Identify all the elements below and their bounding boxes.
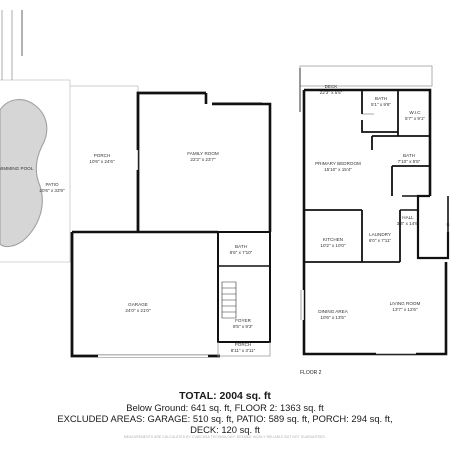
kitchen-walls: [304, 209, 401, 263]
garage-walls: [70, 232, 220, 358]
deck-outline: [299, 65, 433, 87]
measurement-disclaimer: MEASUREMENTS ARE CALCULATED BY CUBICASA …: [123, 435, 327, 439]
living-area-walls: [302, 208, 448, 356]
family-room-walls: [136, 91, 206, 232]
f2-dining-area-dimensions: 10'6" x 13'5": [320, 315, 346, 320]
f2-hall-label: HALL: [402, 215, 414, 220]
excluded-areas: EXCLUDED AREAS: GARAGE: 510 sq. ft, PATI…: [57, 413, 393, 424]
floor2-outer-walls: [416, 194, 450, 260]
hall-walls: [400, 195, 418, 211]
area-breakdown: Below Ground: 641 sq. ft, FLOOR 2: 1363 …: [126, 402, 324, 413]
f2-primary-bedroom-dimensions: 15'10" x 15'4": [324, 167, 352, 172]
f2-kitchen-label: KITCHEN: [323, 237, 343, 242]
porch-outline: [217, 342, 271, 357]
f2-living-room-label: LIVING ROOM: [390, 301, 421, 306]
f1-foyer-label: FOYER: [235, 318, 252, 323]
f2-bath-dimensions: 7'10" x 5'5": [398, 159, 421, 164]
f2-bath-label: BATH: [403, 153, 415, 158]
f2-deck-dimensions: 22'3" x 5'5": [320, 90, 343, 95]
f1-foyer-dimensions: 8'5" x 9'3": [233, 324, 253, 329]
stairs: [221, 281, 237, 319]
f1-porch-dimensions: 8'11" x 3'11": [231, 348, 256, 353]
floor2-outer-walls: [302, 88, 432, 208]
floor-2-plan: [299, 65, 450, 356]
f2-primary-bedroom-label: PRIMARY BEDROOM: [315, 161, 361, 166]
f1-bath-label: BATH: [235, 244, 247, 249]
total-area: TOTAL: 2004 sq. ft: [179, 390, 271, 402]
f2-b-dimensions: 1: [447, 228, 450, 233]
primary-suite-walls: [361, 90, 430, 196]
patio-outline: [0, 79, 71, 263]
f1-family-room-dimensions: 22'2" x 23'7": [190, 157, 216, 162]
f2-bath-label: BATH: [375, 96, 387, 101]
swimming-pool-shape: [0, 99, 48, 248]
area-summary: TOTAL: 2004 sq. ft Below Ground: 641 sq.…: [0, 390, 450, 440]
f1-garage-dimensions: 24'0" x 21'0": [125, 308, 151, 313]
f2-kitchen-dimensions: 10'2" x 10'0": [320, 243, 346, 248]
family-room-walls: [204, 93, 272, 232]
f2-w-i-c-label: W.I.C: [409, 110, 421, 115]
f2-deck-label: DECK: [325, 84, 339, 89]
f1-swimming-pool-label: SWIMMING POOL: [0, 166, 34, 171]
f2-b-label: B: [446, 222, 449, 227]
f2-laundry-label: LAUNDRY: [369, 232, 391, 237]
f2-living-room-dimensions: 13'7" x 12'6": [392, 307, 418, 312]
floor-2-label: FLOOR 2: [300, 370, 322, 376]
f2-dining-area-label: DINING AREA: [318, 309, 349, 314]
f1-porch-label: PORCH: [235, 342, 252, 347]
f1-porch-dimensions: 10'6" x 24'6": [89, 159, 115, 164]
f2-hall-dimensions: 3'3" x 14'6": [397, 221, 420, 226]
f1-garage-label: GARAGE: [128, 302, 148, 307]
f2-laundry-dimensions: 6'0" x 7'11": [369, 238, 392, 243]
excluded-areas-continued: DECK: 120 sq. ft: [190, 424, 260, 435]
f1-porch-label: PORCH: [94, 153, 111, 158]
f1-bath-dimensions: 8'6" x 7'10": [230, 250, 253, 255]
f1-patio-label: PATIO: [45, 182, 59, 187]
f2-bath-dimensions: 5'1" x 9'6": [371, 102, 391, 107]
floor-1-plan: [0, 10, 272, 358]
f2-w-i-c-dimensions: 5'7" x 9'1": [405, 116, 425, 121]
f1-family-room-label: FAMILY ROOM: [187, 151, 219, 156]
f1-patio-dimensions: 20'6" x 33'9": [39, 188, 65, 193]
